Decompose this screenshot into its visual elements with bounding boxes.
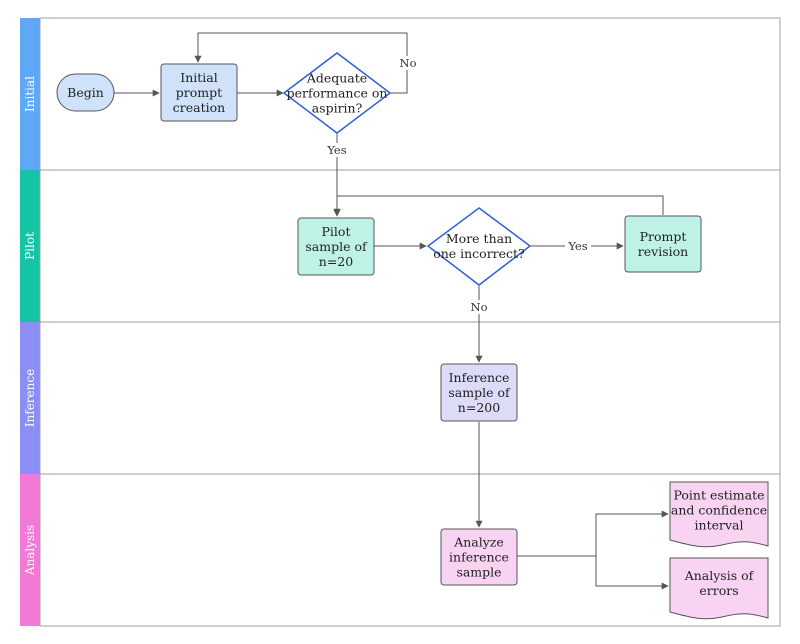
label-line: inference — [449, 550, 509, 565]
lane-label-initial: Initial — [23, 76, 37, 112]
label-line: Initial — [180, 70, 217, 85]
lane-header-initial — [20, 18, 40, 170]
analysis-of-errors-document — [669, 557, 769, 620]
lane-header-analysis — [20, 474, 40, 626]
label-line: aspirin? — [312, 101, 363, 116]
label-line: performance on — [287, 86, 388, 101]
begin-label: Begin — [67, 85, 104, 100]
pilot-sample-box — [297, 217, 375, 276]
lane-label-inference: Inference — [23, 369, 37, 427]
label-line: Pilot — [322, 224, 351, 239]
label-line: Inference — [449, 370, 510, 385]
label-line: sample — [456, 565, 501, 580]
inference-sample-box — [440, 363, 518, 422]
edge-label-bg — [565, 239, 591, 253]
label-line: interval — [695, 518, 744, 533]
label-line: More than — [446, 231, 512, 246]
label-line: one incorrect? — [433, 246, 525, 261]
label-line: n=200 — [458, 400, 500, 415]
lane-initial — [39, 17, 781, 171]
label-line: Prompt — [640, 229, 687, 244]
label-line: sample of — [448, 385, 511, 400]
edge-label-no-adequate: No — [400, 56, 417, 70]
lane-label-pilot: Pilot — [23, 232, 37, 260]
label-line: Begin — [67, 85, 104, 100]
lane-header-pilot — [20, 170, 40, 322]
label-line: Analyze — [453, 535, 504, 550]
label-line: revision — [638, 244, 688, 259]
analyze-inference-sample-box — [440, 528, 518, 586]
label-line: creation — [173, 100, 225, 115]
label-line: n=20 — [319, 254, 353, 269]
edge-adequate-no-loop — [194, 32, 408, 94]
prompt-revision-box — [624, 215, 702, 273]
label-line: and confidence — [671, 503, 767, 518]
label-line: errors — [699, 583, 738, 598]
edge-analyze-to-point-estimate — [517, 510, 669, 557]
point-estimate-document — [669, 481, 769, 548]
label-line: Point estimate — [673, 488, 764, 503]
lane-label-analysis: Analysis — [23, 525, 37, 576]
lane-header-inference — [20, 322, 40, 474]
edge-label-bg — [399, 56, 417, 70]
edge-label-yes-adequate: Yes — [326, 143, 346, 157]
more-than-one-incorrect-decision — [426, 207, 532, 286]
edge-label-yes-incorrect: Yes — [567, 239, 587, 253]
label-line: Analysis of — [684, 568, 755, 583]
edge-analyze-to-analysis-errors — [595, 556, 669, 590]
edge-label-bg — [324, 143, 350, 157]
initial-prompt-box — [160, 63, 238, 122]
edge-label-no-incorrect: No — [471, 300, 488, 314]
adequate-performance-decision — [282, 52, 392, 134]
begin-terminator — [56, 73, 115, 112]
label-line: Adequate — [306, 71, 367, 86]
edge-revision-loop-to-pilot — [333, 195, 664, 216]
lane-inference — [39, 321, 781, 475]
label-line: prompt — [176, 85, 222, 100]
edge-label-bg — [470, 300, 488, 314]
lane-analysis — [39, 473, 781, 627]
label-line: sample of — [305, 239, 368, 254]
